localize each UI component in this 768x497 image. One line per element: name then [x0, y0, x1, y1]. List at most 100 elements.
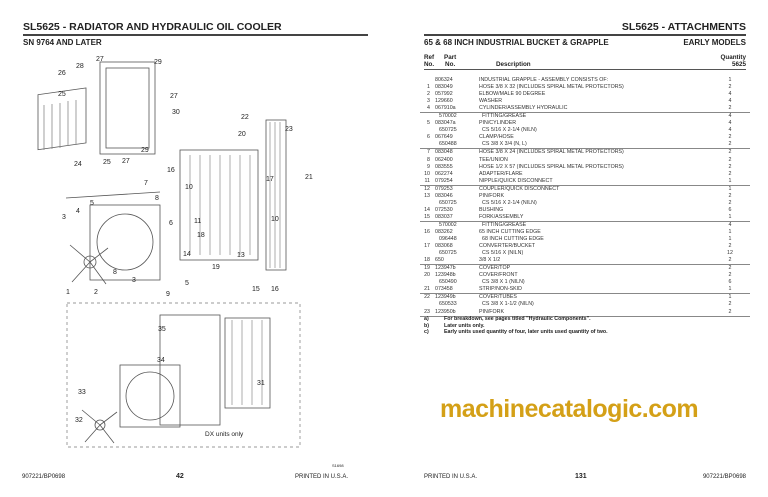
cell-desc: PIN/FORK [479, 192, 505, 199]
cell-qty: 1 [728, 77, 732, 83]
cell-qty: 2 [728, 156, 732, 163]
cell-part: 570002 [439, 221, 457, 228]
cell-ref: 7 [427, 149, 430, 156]
cell-desc: 65 INCH CUTTING EDGE [479, 228, 541, 235]
cell-ref: 15 [424, 213, 430, 220]
cell-desc: HOSE 3/8 X 32 (INCLUDES SPIRAL METAL PRO… [479, 84, 624, 91]
callout: 25 [58, 91, 66, 98]
cell-ref: 12 [424, 185, 430, 192]
cell-part: 083262 [435, 228, 453, 235]
cell-desc: COUPLER/QUICK DISCONNECT [479, 185, 560, 192]
cell-desc: COVER/FRONT [479, 272, 518, 279]
cell-qty: 2 [728, 265, 732, 272]
footnote: a)For breakdown, see pages titled "Hydra… [424, 316, 754, 323]
cell-part: 083068 [435, 243, 453, 250]
header-rule [424, 69, 746, 70]
cell-desc: FITTING/GREASE [482, 221, 527, 228]
cell-ref: 9 [427, 163, 430, 170]
cell-desc: CS 5/16 X 2-1/4 (NILN) [482, 199, 537, 206]
callout: 2 [94, 289, 98, 296]
callout: 3 [132, 277, 136, 284]
cell-ref: 18 [424, 257, 430, 264]
cell-qty: 1 [728, 185, 732, 192]
cell-part: 083555 [435, 163, 453, 170]
cell-part: 067649 [435, 134, 453, 141]
callout: 24 [74, 161, 82, 168]
cell-qty: 1 [728, 286, 732, 293]
cell-part: 650533 [439, 301, 457, 308]
cell-desc: ELBOW/MALE 90 DEGREE [479, 91, 546, 98]
right-page-subtitle: 65 & 68 INCH INDUSTRIAL BUCKET & GRAPPLE [424, 38, 609, 47]
cell-ref [420, 222, 430, 229]
cell-ref: 22 [424, 294, 430, 301]
callout: 34 [157, 357, 165, 364]
cell-qty: 2 [728, 105, 732, 112]
cell-qty: 6 [728, 206, 732, 213]
cell-desc: STRIP/NON-SKID [479, 286, 522, 293]
cell-ref: 20 [424, 272, 430, 279]
cell-qty: 4 [728, 120, 732, 127]
cell-qty: 2 [728, 84, 732, 91]
callout: 16 [167, 167, 175, 174]
callout: 4 [76, 208, 80, 215]
callout: 11 [194, 218, 202, 225]
cell-ref [420, 279, 430, 286]
cell-ref [420, 113, 430, 120]
table-row: 8 062400 TEE/UNION 2 [420, 157, 750, 164]
callout: 30 [172, 109, 180, 116]
cell-desc: CS 5/16 X (NILN) [482, 250, 524, 257]
cell-qty: 2 [728, 257, 732, 264]
cell-part: 073458 [435, 286, 453, 293]
cell-ref: 2 [427, 91, 430, 98]
cell-part: 123950b [435, 308, 456, 315]
cell-qty: 4 [728, 113, 732, 120]
right-footer-page: 131 [575, 473, 587, 480]
cell-part: 062400 [435, 156, 453, 163]
cell-qty: 6 [728, 279, 732, 286]
callout: 19 [212, 264, 220, 271]
cell-part: 123948b [435, 272, 456, 279]
cell-part: 650725 [439, 199, 457, 206]
callout: 18 [197, 232, 205, 239]
cell-desc: CS 5/16 X 2-1/4 (NILN) [482, 127, 537, 134]
cell-part: 806324 [435, 77, 453, 83]
left-page-title: SL5625 - RADIATOR AND HYDRAULIC OIL COOL… [23, 21, 282, 33]
cell-desc: 3/8 X 1/2 [479, 257, 501, 264]
cell-part: 096448 [439, 236, 457, 243]
callout: 9 [166, 291, 170, 298]
cell-desc: TEE/UNION [479, 156, 508, 163]
callout: 8 [113, 269, 117, 276]
callout: 3 [62, 214, 66, 221]
callout: 13 [237, 252, 245, 259]
cell-desc: CYLINDER/ASSEMBLY HYDRAULIC [479, 105, 568, 112]
cell-part: 129660 [435, 98, 453, 105]
cell-part: 650725 [439, 250, 457, 257]
cell-ref: 21 [424, 286, 430, 293]
cell-ref: 8 [427, 156, 430, 163]
watermark: machinecatalogic.com [440, 395, 699, 423]
callout: 8 [155, 195, 159, 202]
callout: 29 [154, 59, 162, 66]
callout: 15 [252, 286, 260, 293]
cell-ref [420, 200, 430, 207]
callout: 27 [170, 93, 178, 100]
